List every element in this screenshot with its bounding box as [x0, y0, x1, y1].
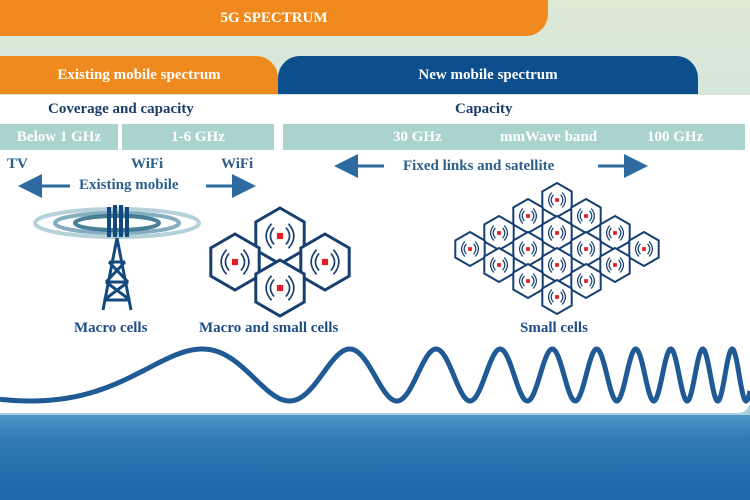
tab-new-label: New mobile spectrum [418, 66, 558, 83]
use-wifi-1: WiFi [131, 156, 164, 172]
hexagon-cell-icon [483, 246, 515, 284]
band-100ghz-label: 100 GHz [647, 128, 704, 145]
band-30ghz-label: 30 GHz [393, 128, 442, 145]
hexagon-cell-icon [570, 262, 602, 300]
hexagon-cell-icon [454, 230, 486, 268]
macro-small-cells-cluster [209, 206, 351, 318]
hexagon-cell-icon [541, 214, 573, 252]
hexagon-cell-icon [512, 197, 544, 235]
caption-macro-small-cells: Macro and small cells [199, 320, 339, 336]
hexagon-cell-icon [570, 197, 602, 235]
hexagon-cell-icon [599, 214, 631, 252]
background-bottom [0, 415, 750, 500]
hexagon-cell-icon [541, 246, 573, 284]
hexagon-cell-icon [512, 230, 544, 268]
hexagon-cell-icon [209, 232, 261, 292]
hexagon-cell-icon [512, 262, 544, 300]
caption-macro-cells: Macro cells [74, 320, 148, 336]
band-mmwave-label: mmWave band [500, 128, 598, 145]
use-tv: TV [7, 156, 28, 172]
page-title: 5G SPECTRUM [220, 9, 328, 26]
hexagon-cell-icon [628, 230, 660, 268]
hexagon-cell-icon [254, 206, 306, 266]
band-mmwave: 30 GHz mmWave band 100 GHz [283, 124, 745, 150]
use-wifi-2: WiFi [221, 156, 254, 172]
frequency-wave [0, 346, 750, 405]
hexagon-cell-icon [483, 214, 515, 252]
band-1-6ghz: 1-6 GHz [122, 124, 274, 150]
title-tab: 5G SPECTRUM [0, 0, 548, 36]
use-fixed-links: Fixed links and satellite [403, 158, 555, 174]
tower-icon [33, 205, 201, 311]
hexagon-cell-icon [254, 258, 306, 318]
band-below-1ghz: Below 1 GHz [0, 124, 118, 150]
band-1-6ghz-label: 1-6 GHz [171, 128, 225, 145]
hexagon-cell-icon [299, 232, 351, 292]
capacity-heading: Capacity [455, 101, 513, 117]
caption-small-cells: Small cells [520, 320, 588, 336]
coverage-heading: Coverage and capacity [48, 101, 194, 117]
hexagon-cell-icon [599, 246, 631, 284]
tab-existing-label: Existing mobile spectrum [57, 66, 221, 83]
tab-existing-spectrum: Existing mobile spectrum [0, 56, 278, 94]
hexagon-cell-icon [541, 278, 573, 316]
small-cells-cluster [454, 181, 660, 316]
hexagon-cell-icon [570, 230, 602, 268]
use-existing-mobile: Existing mobile [79, 177, 179, 193]
tab-new-spectrum: New mobile spectrum [278, 56, 698, 94]
band-below-1ghz-label: Below 1 GHz [16, 128, 102, 145]
hexagon-cell-icon [541, 181, 573, 219]
